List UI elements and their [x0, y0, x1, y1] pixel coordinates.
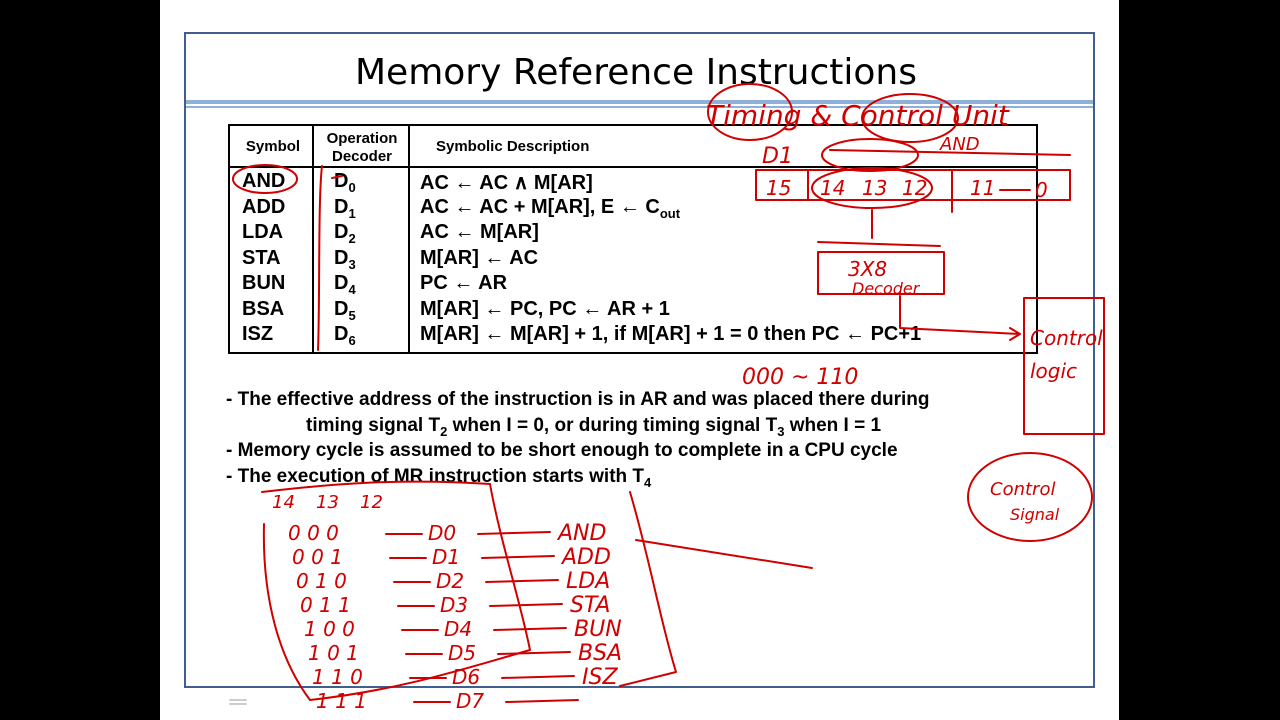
decoder-index: 4 — [348, 282, 356, 297]
note-text: timing signal T — [306, 415, 441, 436]
row-symbol: ISZ — [242, 323, 274, 345]
decoder-letter: D — [334, 323, 349, 345]
note-sub: 4 — [644, 474, 652, 490]
row-description: AC ← AC ∧ M[AR] — [420, 170, 593, 195]
row-symbol: BUN — [242, 272, 286, 294]
header-decoder: Operation Decoder — [326, 130, 398, 165]
decoder-letter: D — [334, 221, 349, 243]
slide-frame: Memory Reference Instructions Symbol Ope… — [184, 32, 1095, 688]
table-divider — [312, 126, 314, 352]
description-text: PC ← AR — [420, 272, 508, 294]
row-decoder: D4 — [334, 272, 356, 297]
row-decoder: D2 — [334, 221, 356, 246]
row-decoder: D3 — [334, 247, 356, 272]
decoder-letter: D — [334, 170, 349, 192]
description-text: AC ← AC ∧ M[AR] — [420, 172, 593, 194]
row-description: M[AR] ← M[AR] + 1, if M[AR] + 1 = 0 then… — [420, 323, 921, 346]
note-sub: 3 — [777, 423, 785, 439]
row-decoder: D0 — [334, 170, 356, 195]
row-decoder: D1 — [334, 196, 356, 221]
note-text: when I = 1 — [784, 415, 882, 436]
header-divider — [230, 166, 1036, 168]
decoder-index: 5 — [348, 307, 356, 323]
header-symbol: Symbol — [245, 138, 301, 155]
note-execution: - The execution of MR instruction starts… — [226, 466, 651, 490]
row-symbol: ADD — [242, 195, 286, 218]
header-description: Symbolic Description — [436, 138, 590, 155]
decoder-index: 1 — [348, 205, 356, 221]
decoder-letter: D — [334, 195, 349, 218]
decoder-letter: D — [334, 246, 349, 269]
decoder-index: 3 — [348, 256, 356, 272]
note-sub: 2 — [440, 423, 448, 439]
decoder-letter: D — [334, 272, 349, 294]
decoder-letter: D — [334, 297, 349, 320]
description-sub: out — [659, 205, 681, 221]
title-rule-thin — [186, 106, 1093, 108]
description-text: M[AR] ← AC — [420, 246, 539, 269]
row-description: M[AR] ← AC — [420, 247, 538, 270]
note-effective-address: - The effective address of the instructi… — [226, 389, 930, 410]
row-description: AC ← M[AR] — [420, 221, 539, 244]
row-decoder: D6 — [334, 323, 356, 348]
row-symbol: LDA — [242, 221, 284, 243]
row-decoder: D5 — [334, 298, 356, 323]
description-text: M[AR] ← PC, PC ← AR + 1 — [420, 297, 670, 320]
row-symbol: STA — [242, 246, 281, 269]
note-memory-cycle: - Memory cycle is assumed to be short en… — [226, 440, 898, 461]
description-text: AC ← M[AR] — [420, 221, 539, 243]
decoder-index: 2 — [348, 231, 356, 246]
title-rule — [186, 100, 1093, 104]
row-description: AC ← AC + M[AR], E ← Cout — [420, 196, 680, 221]
row-symbol: BSA — [242, 297, 285, 320]
note-text: - The execution of MR instruction starts… — [226, 466, 645, 487]
description-text: AC ← AC + M[AR], E ← C — [420, 195, 660, 218]
note-text: when I = 0, or during timing signal T — [447, 415, 778, 436]
row-description: M[AR] ← PC, PC ← AR + 1 — [420, 298, 670, 321]
row-symbol: AND — [242, 170, 286, 192]
table-divider — [408, 126, 410, 352]
slide-title: Memory Reference Instructions — [354, 52, 917, 93]
decoder-index: 0 — [348, 180, 356, 195]
row-description: PC ← AR — [420, 272, 507, 295]
note-timing: timing signal T2 when I = 0, or during t… — [306, 415, 881, 439]
decoder-index: 6 — [348, 333, 356, 348]
description-text: M[AR] ← M[AR] + 1, if M[AR] + 1 = 0 then… — [420, 323, 922, 345]
instruction-table: Symbol Operation Decoder Symbolic Descri… — [228, 124, 1038, 354]
